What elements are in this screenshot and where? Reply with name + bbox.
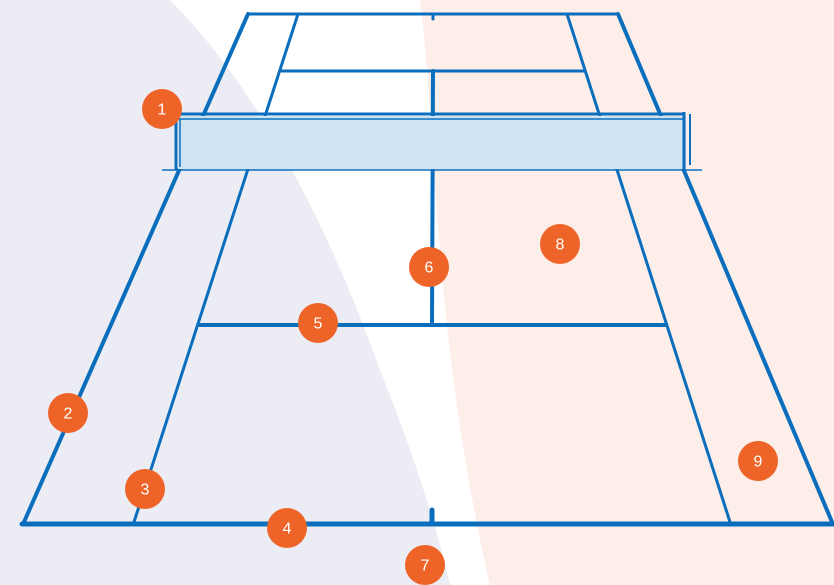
marker-label: 8 — [556, 237, 565, 254]
marker-label: 3 — [141, 482, 150, 499]
marker-8: 8 — [540, 224, 580, 264]
marker-label: 5 — [314, 316, 323, 333]
background-blob-right — [420, 0, 834, 585]
marker-label: 4 — [283, 521, 292, 538]
marker-6: 6 — [409, 247, 449, 287]
background-blob-left — [0, 0, 450, 585]
net — [162, 112, 702, 170]
marker-1: 1 — [142, 89, 182, 129]
marker-label: 2 — [64, 406, 73, 423]
marker-label: 7 — [421, 558, 430, 575]
marker-5: 5 — [298, 303, 338, 343]
marker-4: 4 — [267, 508, 307, 548]
marker-3: 3 — [125, 469, 165, 509]
marker-label: 1 — [158, 102, 167, 119]
marker-label: 9 — [754, 454, 763, 471]
marker-label: 6 — [425, 260, 434, 277]
marker-9: 9 — [738, 441, 778, 481]
marker-7: 7 — [405, 545, 445, 585]
marker-2: 2 — [48, 393, 88, 433]
